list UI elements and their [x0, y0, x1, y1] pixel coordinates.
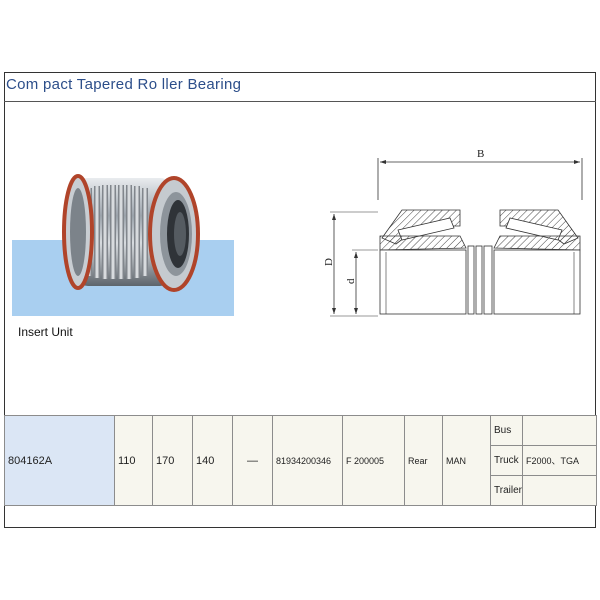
spec-table: 804162A 110 170 140 — 81934200346 F 2000…	[4, 415, 597, 506]
product-photo	[12, 160, 234, 316]
B-cell: 140	[192, 415, 233, 506]
app-label-truck: Truck	[490, 445, 523, 476]
table-row: 804162A 110 170 140 — 81934200346 F 2000…	[4, 415, 597, 506]
dimension-B-label: B	[477, 148, 484, 160]
brand-cell: MAN	[442, 415, 491, 506]
dimension-d-label: d	[345, 278, 357, 284]
page-title: Com pact Tapered Ro ller Bearing	[6, 76, 242, 93]
app-label-trailer: Trailer	[490, 475, 523, 506]
title-divider	[4, 101, 596, 102]
page-frame	[4, 72, 596, 528]
model-cell: 804162A	[4, 415, 115, 506]
app-label-bus: Bus	[490, 415, 523, 446]
D-cell: 170	[152, 415, 193, 506]
dash-cell: —	[232, 415, 273, 506]
position-cell: Rear	[404, 415, 443, 506]
table-row: Trailer	[5, 475, 597, 506]
table-row: Truck F2000、TGA	[5, 445, 597, 476]
insert-unit-caption: Insert Unit	[18, 325, 73, 339]
app-value-bus	[522, 415, 597, 446]
d-cell: 110	[114, 415, 153, 506]
oe-number-cell: 81934200346	[272, 415, 343, 506]
bearing-cross-section-drawing: B D d	[323, 148, 583, 317]
reference-cell: F 200005	[342, 415, 405, 506]
app-value-trailer	[522, 475, 597, 506]
dimension-D-label: D	[323, 258, 335, 266]
app-value-truck: F2000、TGA	[522, 445, 597, 476]
bearing-image	[62, 174, 200, 292]
